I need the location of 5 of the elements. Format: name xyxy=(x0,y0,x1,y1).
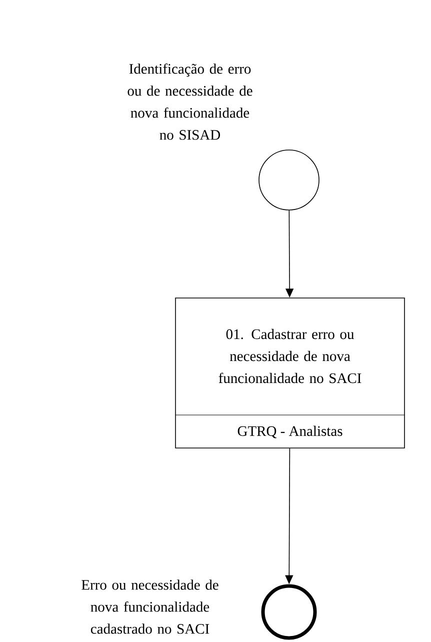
process-box: 01. Cadastrar erro ou necessidade de nova funcionalidade no SACI GTRQ - Analistas xyxy=(175,298,405,448)
event-label: Erro ou necessidade de nova funcionalidade cadastrado no SACI xyxy=(82,580,218,634)
end-event-circle xyxy=(261,584,317,640)
start-event-circle xyxy=(258,150,320,210)
event-label: Identificação de erro ou de necessidade de nova funcionalidade no SISAD xyxy=(128,63,252,140)
